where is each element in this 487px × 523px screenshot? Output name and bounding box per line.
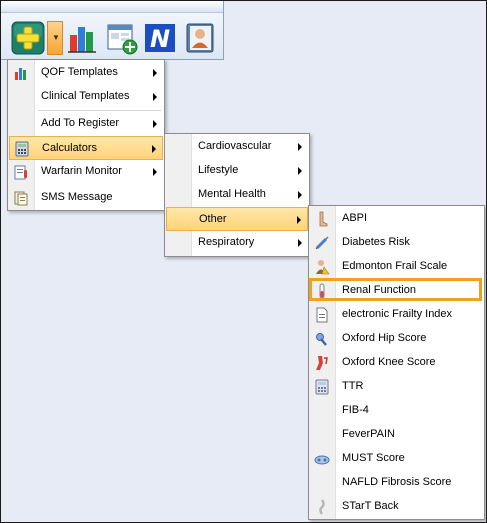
menu-item-label: Lifestyle [198,164,239,176]
menu-item-abpi[interactable]: ABPI [310,207,483,231]
menu-item-edmonton-frail-scale[interactable]: Edmonton Frail Scale [310,255,483,279]
menu-item-mental-health[interactable]: Mental Health [166,183,308,207]
menu-item-add-to-register[interactable]: Add To Register [9,112,163,136]
menu-item-label: Other [199,213,227,225]
menu-item-label: MUST Score [342,452,405,464]
menu-item-label: SMS Message [41,191,113,203]
leg-icon [319,211,328,227]
calculator-icon [15,141,29,157]
hip-icon [316,333,327,346]
add-form-button[interactable] [105,21,139,55]
menu-item-respiratory[interactable]: Respiratory [166,231,308,255]
patient-book-button[interactable] [183,21,217,55]
menu-icon-gutter [8,60,35,210]
menu-item-oxford-hip-score[interactable]: Oxford Hip Score [310,327,483,351]
svg-text:N: N [150,25,170,53]
menu-item-fib-4[interactable]: FIB-4 [310,399,483,423]
menu-item-label: QOF Templates [41,66,118,78]
menu-separator [38,110,161,111]
toolbar-title-strip [1,1,223,13]
menu-item-sms-message[interactable]: SMS Message [9,186,163,210]
toolbar: ▼ N [1,1,224,60]
scale-icon [314,455,330,465]
qof-chart-button[interactable] [65,21,99,55]
menu-item-label: NAFLD Fibrosis Score [342,476,452,488]
dropdown-arrow-button[interactable]: ▼ [47,21,63,55]
menu-item-start-back[interactable]: STarT Back [310,495,483,519]
add-form-icon [107,24,138,55]
test-tube-icon [319,283,325,299]
menu-item-nafld-fibrosis-score[interactable]: NAFLD Fibrosis Score [310,471,483,495]
menu-item-label: Oxford Knee Score [342,356,436,368]
menu-item-label: electronic Frailty Index [342,308,453,320]
frail-person-icon [316,260,330,275]
menu-item-feverpain[interactable]: FeverPAIN [310,423,483,447]
menu-item-label: Add To Register [41,117,120,129]
menu-item-label: Calculators [42,142,98,154]
menu-item-must-score[interactable]: MUST Score [310,447,483,471]
submenu-arrow-icon [298,143,302,151]
main-dropdown-menu: QOF Templates Clinical Templates Add To … [7,59,165,211]
menu-item-warfarin-monitor[interactable]: Warfarin Monitor [9,160,163,184]
menu-item-cardiovascular[interactable]: Cardiovascular [166,135,308,159]
menu-item-label: Mental Health [198,188,266,200]
add-consultation-icon [11,21,45,55]
patient-book-icon [186,23,214,53]
sms-icon [14,191,28,206]
n-logo-icon: N [145,24,175,53]
menu-item-label: Respiratory [198,236,255,248]
menu-item-electronic-frailty-index[interactable]: electronic Frailty Index [310,303,483,327]
menu-item-label: Renal Function [342,284,416,296]
menu-item-qof-templates[interactable]: QOF Templates [9,61,163,85]
menu-item-label: Oxford Hip Score [342,332,427,344]
spine-icon [319,499,325,515]
menu-item-label: FIB-4 [342,404,369,416]
menu-item-calculators[interactable]: Calculators [9,136,163,160]
menu-item-label: Cardiovascular [198,140,272,152]
menu-item-label: ABPI [342,212,368,224]
add-consultation-button[interactable] [11,21,45,55]
n-app-button[interactable]: N [143,21,177,55]
bar-chart-icon [68,27,96,53]
other-calculators-submenu: ABPI Diabetes Risk Edmonton Frail Scale … [308,205,485,520]
menu-item-label: Edmonton Frail Scale [342,260,448,272]
bar-chart-icon [15,68,26,80]
menu-item-label: TTR [342,380,364,392]
menu-item-label: FeverPAIN [342,428,395,440]
submenu-arrow-icon [152,145,156,153]
menu-item-lifestyle[interactable]: Lifestyle [166,159,308,183]
syringe-icon [315,236,329,250]
calculator-icon [315,379,329,395]
submenu-arrow-icon [298,191,302,199]
menu-icon-gutter [165,134,192,256]
menu-item-ttr[interactable]: TTR [310,375,483,399]
document-icon [316,307,328,323]
menu-item-label: Diabetes Risk [342,236,410,248]
submenu-arrow-icon [298,239,302,247]
knee-icon [316,356,328,370]
dropdown-arrow-icon: ▼ [52,33,60,42]
submenu-arrow-icon [297,216,301,224]
calculators-submenu: Cardiovascular Lifestyle Mental Health O… [164,133,310,257]
menu-item-label: Clinical Templates [41,90,130,102]
menu-item-renal-function[interactable]: Renal Function [310,279,483,303]
menu-item-label: STarT Back [342,500,399,512]
menu-item-diabetes-risk[interactable]: Diabetes Risk [310,231,483,255]
submenu-arrow-icon [153,69,157,77]
menu-item-other[interactable]: Other [166,207,308,231]
menu-item-oxford-knee-score[interactable]: Oxford Knee Score [310,351,483,375]
submenu-arrow-icon [153,93,157,101]
menu-item-clinical-templates[interactable]: Clinical Templates [9,85,163,109]
submenu-arrow-icon [153,120,157,128]
menu-item-label: Warfarin Monitor [41,165,122,177]
warfarin-icon [14,165,27,180]
submenu-arrow-icon [298,167,302,175]
submenu-arrow-icon [153,168,157,176]
